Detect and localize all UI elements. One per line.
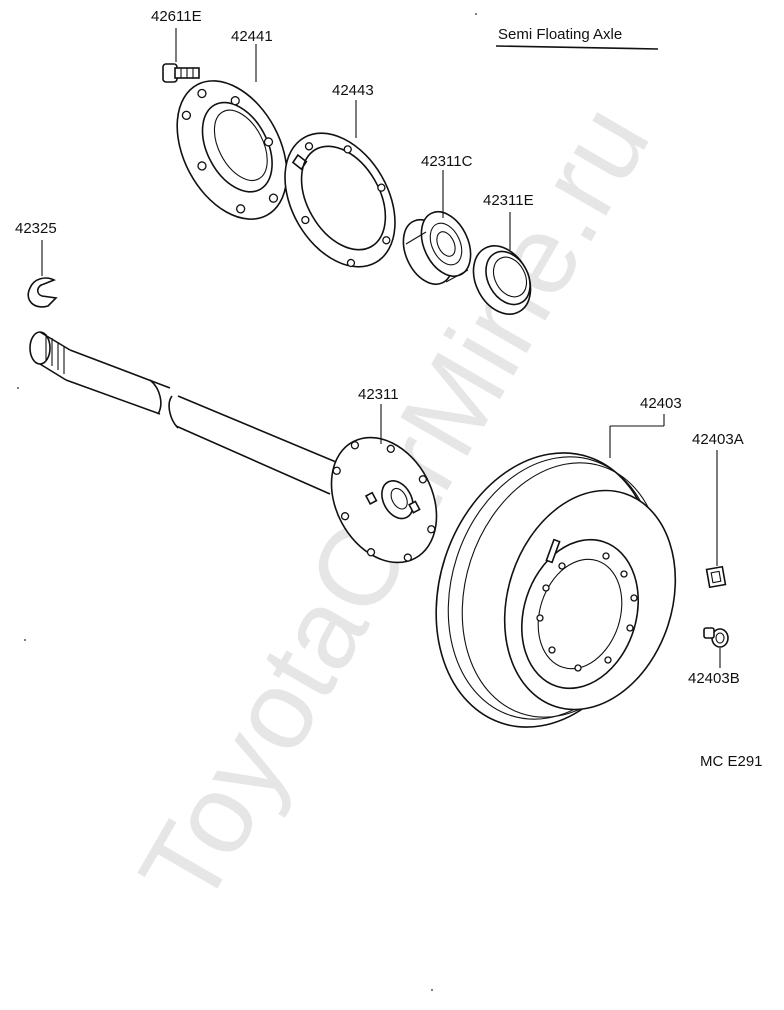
part-label-42611e: 42611E (151, 8, 202, 25)
oil-seal-42311e-drawing (472, 245, 532, 315)
gasket-42443-drawing (284, 132, 396, 268)
part-label-42311c: 42311C (421, 153, 473, 170)
diagram-code: MC E291 (700, 753, 763, 770)
part-label-42311e: 42311E (483, 192, 534, 209)
part-label-42403b: 42403B (688, 670, 740, 687)
leader-lines (41, 28, 721, 668)
part-label-42443: 42443 (332, 82, 374, 99)
bolt-42403b-drawing (703, 627, 729, 648)
scan-dot (24, 639, 26, 641)
axle-shaft-drawing (29, 331, 337, 495)
axle-flange-42311-drawing (330, 436, 438, 564)
part-label-42403a: 42403A (692, 431, 744, 448)
bearing-42311c-drawing (402, 211, 472, 285)
bolt-42611e-drawing (162, 63, 200, 83)
part-label-42325: 42325 (15, 220, 57, 237)
brake-drum-42403-drawing (435, 452, 677, 728)
clip-42325-drawing (27, 277, 58, 308)
scan-dot (431, 989, 433, 991)
retainer-plate-42441-drawing (176, 80, 288, 220)
scan-dot (475, 13, 477, 15)
scan-dot (17, 387, 19, 389)
part-label-42311: 42311 (358, 386, 399, 403)
part-label-42403: 42403 (640, 395, 682, 412)
nut-42403a-drawing (705, 565, 727, 589)
title-underline (495, 45, 659, 50)
diagram-title: Semi Floating Axle (498, 26, 623, 43)
part-label-42441: 42441 (231, 28, 273, 45)
